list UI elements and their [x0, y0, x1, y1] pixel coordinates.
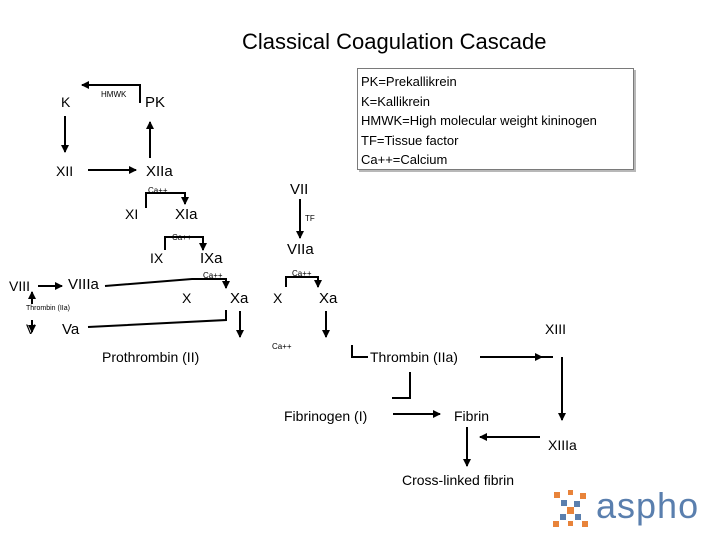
arrow-pk-to-k: [81, 81, 141, 103]
node-ix: IX: [150, 250, 164, 266]
node-va: Va: [62, 321, 80, 338]
node-viia: VIIa: [287, 241, 314, 258]
node-fibrin: Fibrin: [454, 408, 490, 424]
node-v: V: [26, 321, 36, 337]
legend-box: PK=Prekallikrein K=Kallikrein HMWK=High …: [357, 68, 634, 170]
node-ixa: IXa: [200, 250, 223, 267]
node-ca-5: Ca++: [272, 342, 292, 351]
legend-item: HMWK=High molecular weight kininogen: [361, 113, 597, 128]
legend-item: Ca++=Calcium: [361, 152, 448, 167]
node-xii: XII: [56, 163, 74, 179]
arrow-prothrombin-to-thrombin: [351, 345, 368, 358]
legend-item: K=Kallikrein: [361, 93, 431, 109]
node-ca-3: Ca++: [203, 271, 223, 280]
node-k: K: [61, 94, 71, 110]
node-hmwk: HMWK: [101, 90, 127, 99]
arrow-viiia-to-x: [104, 278, 230, 289]
logo-mark-icon: [553, 490, 588, 527]
node-xa-intrinsic: Xa: [230, 290, 249, 307]
node-viiia: VIIIa: [68, 276, 99, 293]
legend-item: TF=Tissue factor: [361, 132, 459, 148]
node-fibrinogen: Fibrinogen (I): [284, 408, 368, 424]
node-xa-extrinsic: Xa: [319, 290, 338, 307]
node-viii: VIII: [9, 278, 31, 294]
node-vii: VII: [290, 181, 309, 198]
node-ca-4: Ca++: [292, 269, 312, 278]
node-xiii: XIII: [545, 321, 567, 337]
node-tf: TF: [305, 214, 315, 223]
node-pk: PK: [145, 94, 166, 111]
aspho-logo: aspho: [552, 488, 712, 530]
node-ca-1: Ca++: [148, 186, 168, 195]
node-thrombin-small: Thrombin (IIa): [26, 305, 70, 312]
arrow-va-to-tenase: [87, 310, 227, 328]
arrow-thrombin-to-fibrin: [392, 372, 411, 399]
arrow-x2-to-xa2: [285, 276, 322, 288]
logo-wordmark: aspho: [596, 485, 700, 526]
node-ca-2: Ca++: [172, 233, 192, 242]
node-x-extrinsic: X: [273, 290, 283, 306]
page-title: Classical Coagulation Cascade: [242, 29, 547, 54]
arrow-xi-to-xia: [145, 192, 189, 208]
node-xia: XIa: [175, 206, 198, 223]
legend-item: PK=Prekallikrein: [361, 74, 457, 89]
node-thrombin: Thrombin (IIa): [370, 349, 458, 365]
node-xiia: XIIa: [146, 163, 173, 180]
node-x-intrinsic: X: [182, 290, 192, 306]
node-crosslinked-fibrin: Cross-linked fibrin: [402, 472, 515, 488]
node-xiiia: XIIIa: [548, 437, 577, 453]
node-xi: XI: [125, 206, 139, 222]
node-prothrombin: Prothrombin (II): [102, 349, 200, 365]
arrow-ix-to-ixa: [164, 236, 207, 251]
